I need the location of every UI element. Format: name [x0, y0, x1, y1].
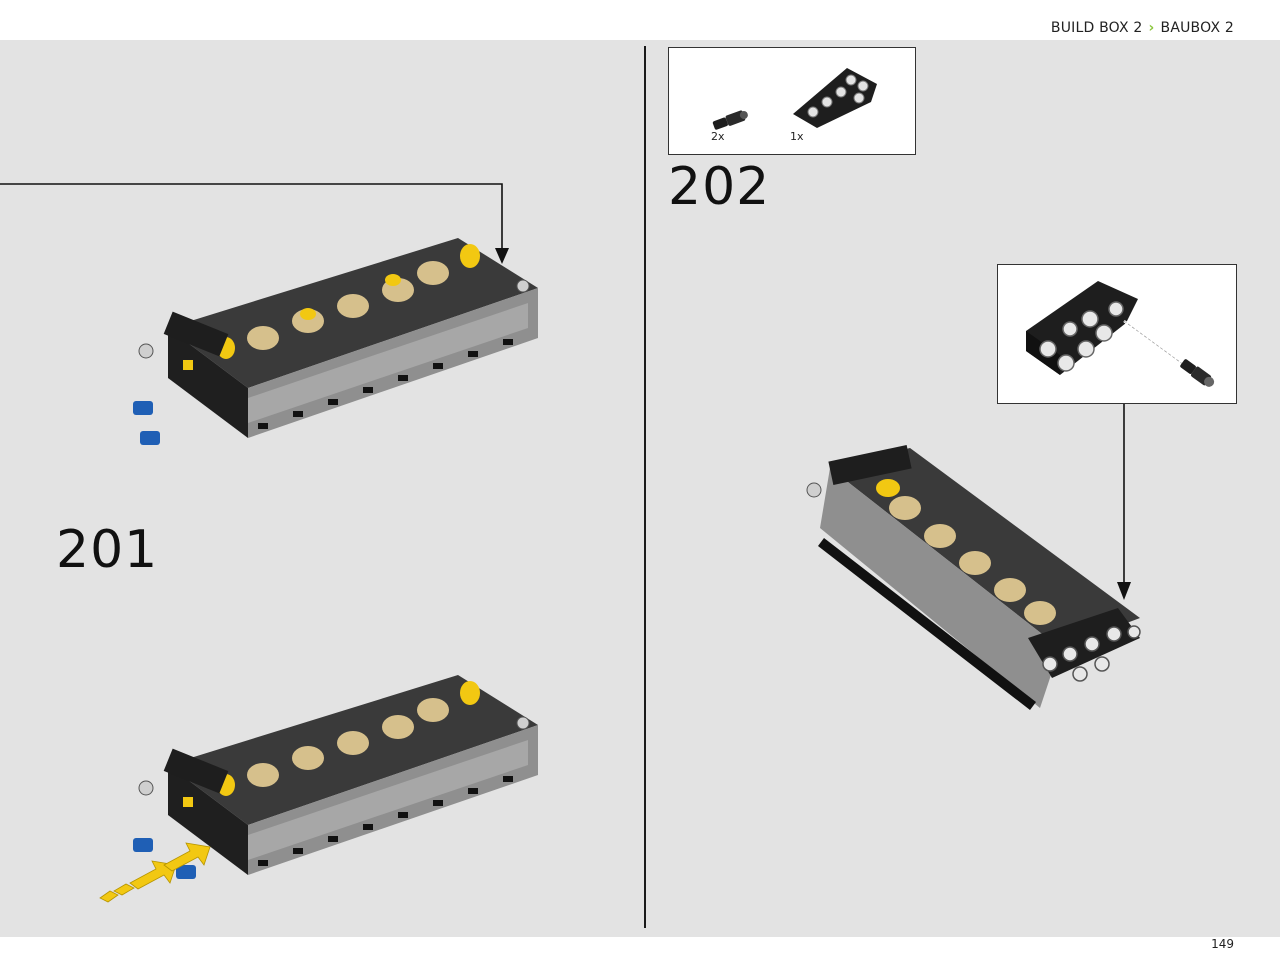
engine-block-model-before — [133, 238, 538, 445]
engine-block-model-after — [99, 675, 538, 903]
engine-block-model-rotated — [806, 444, 1141, 710]
frame-assembly-detail — [1026, 281, 1215, 387]
step-divider — [644, 46, 646, 928]
triangle-frame-part-icon — [793, 68, 877, 128]
placement-arrow-icon — [0, 183, 509, 264]
footer-bar — [0, 937, 1280, 974]
sub-assembly-callout — [997, 264, 1237, 404]
insert-arrow-icon — [99, 842, 211, 903]
step-number-202: 202 — [668, 157, 771, 217]
breadcrumb-baubox: BAUBOX 2 — [1160, 20, 1234, 36]
chevron-right-icon: › — [1148, 20, 1155, 36]
breadcrumb-build-box: BUILD BOX 2 — [1050, 20, 1143, 36]
step-number-201: 201 — [56, 520, 159, 580]
attach-arrow-icon — [1117, 404, 1131, 600]
page-number: 149 — [1211, 937, 1234, 951]
parts-list-box: 2x 1x — [668, 47, 916, 155]
breadcrumb: BUILD BOX 2 › BAUBOX 2 — [1051, 20, 1234, 36]
connector-pin-part-icon — [712, 110, 748, 130]
part-qty-frame: 1x — [790, 130, 804, 143]
header-bar — [0, 0, 1280, 40]
part-qty-pin: 2x — [711, 130, 725, 143]
